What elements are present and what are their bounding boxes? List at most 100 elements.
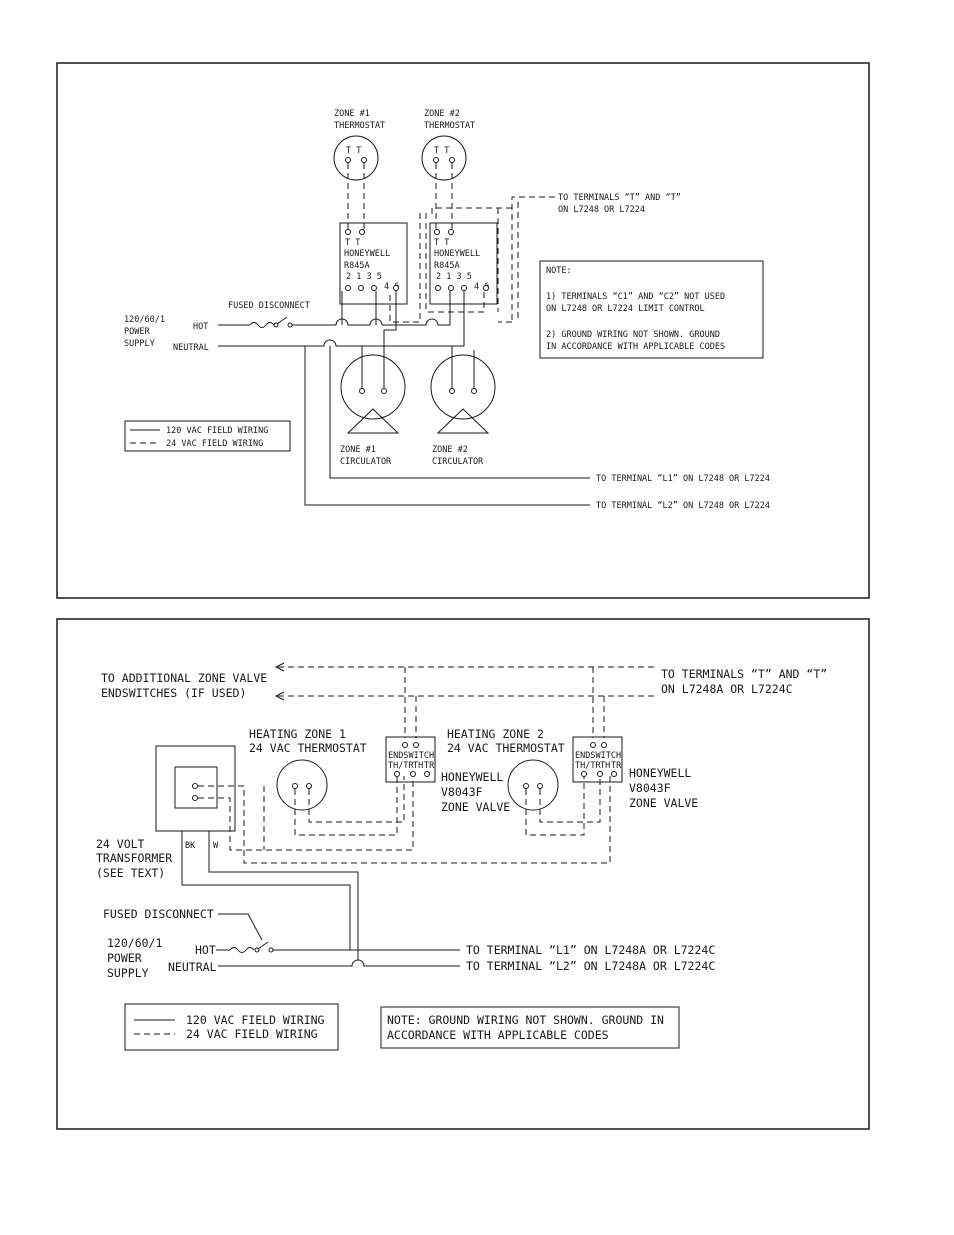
diagram2-legend: 120 VAC FIELD WIRING 24 VAC FIELD WIRING — [124, 1003, 339, 1051]
diagram-2-frame — [56, 618, 870, 1130]
legend-dashed-label: 24 VAC FIELD WIRING — [186, 1027, 318, 1041]
endswitch-dashed-wires — [389, 196, 555, 323]
valve1-th-tr-label: TH/TR — [388, 761, 414, 771]
legend-dashed-label: 24 VAC FIELD WIRING — [166, 439, 263, 449]
diagram2-note-box: NOTE: GROUND WIRING NOT SHOWN. GROUND IN… — [380, 1006, 680, 1049]
transformer-bk-label: BK — [185, 841, 196, 851]
to-l2-label: TO TERMINAL “L2” ON L7248A OR L7224C — [466, 959, 715, 973]
relay1-top-terminals: T T — [345, 238, 360, 248]
relay1-label-2: R845A — [344, 261, 370, 271]
neutral-label: NEUTRAL — [173, 343, 209, 353]
fused-disconnect-switch-2 — [216, 941, 274, 953]
diagram-1-frame — [56, 62, 870, 599]
additional-zone-label-2: ENDSWITCHES (IF USED) — [101, 686, 246, 700]
zone2-circulator-label-1: ZONE #2 — [432, 445, 468, 455]
zone2-thermostat-label-2: THERMOSTAT — [424, 121, 475, 131]
zone2-thermostat-label-1: ZONE #2 — [424, 109, 460, 119]
note-1-line-1: 1) TERMINALS “C1” AND “C2” NOT USED — [546, 292, 725, 302]
relay2-terminal-row-2: 4 6 — [474, 282, 489, 292]
to-terminals-t-label-2: ON L7248A OR L7224C — [661, 682, 793, 696]
diagram-1-circulator-zoning: ZONE #1 THERMOSTAT T T ZONE #2 THERMOSTA… — [56, 62, 870, 599]
to-terminals-t-label-2: ON L7248 OR L7224 — [558, 205, 645, 215]
zone2-circulator: ZONE #2 CIRCULATOR — [430, 346, 496, 467]
transformer-label-1: 24 VOLT — [96, 837, 145, 851]
note-1-line-2: ON L7248 OR L7224 LIMIT CONTROL — [546, 304, 705, 314]
heating-zone1-thermostat — [276, 759, 328, 811]
zone-valve-2: ENDSWITCH TH/TR TH TR HONEYWELL V8043F Z… — [572, 736, 698, 810]
neutral-label: NEUTRAL — [168, 960, 217, 974]
relay2-r845a: T T HONEYWELL R845A 2 1 3 5 4 6 — [429, 222, 498, 305]
zone2-thermostat: ZONE #2 THERMOSTAT T T — [421, 109, 475, 181]
valve1-endswitch-label: ENDSWITCH — [388, 751, 434, 761]
zone1-thermostat-label-1: ZONE #1 — [334, 109, 370, 119]
transformer-inner — [174, 766, 218, 809]
heating-zone2-label-1: HEATING ZONE 2 — [447, 727, 544, 741]
to-l1-label: TO TERMINAL “L1” ON L7248A OR L7224C — [466, 943, 715, 957]
additional-zone-label-1: TO ADDITIONAL ZONE VALVE — [101, 671, 267, 685]
heating-zone2-thermostat — [507, 759, 559, 811]
legend-solid-label: 120 VAC FIELD WIRING — [166, 426, 268, 436]
legend-solid-label: 120 VAC FIELD WIRING — [186, 1013, 325, 1027]
transformer-24v: BK W 24 VOLT TRANSFORMER (SEE TEXT) — [96, 745, 236, 880]
valve2-label-2: V8043F — [629, 781, 671, 795]
l2-wire — [304, 346, 590, 506]
relay2-label-1: HONEYWELL — [434, 249, 480, 259]
zone1-thermostat-wires — [347, 163, 365, 230]
neutral-wire — [218, 339, 464, 347]
zone2-thermostat-wire-a — [525, 776, 585, 836]
note-line-1: NOTE: GROUND WIRING NOT SHOWN. GROUND IN — [387, 1013, 664, 1027]
power-supply-label-3: SUPPLY — [107, 966, 149, 980]
transformer-common-wire — [198, 776, 611, 864]
valve2-endswitch-label: ENDSWITCH — [575, 751, 621, 761]
note-2-line-2: IN ACCORDANCE WITH APPLICABLE CODES — [546, 342, 725, 352]
endswitch-drops — [404, 667, 605, 738]
valve1-tr-label: TR — [424, 761, 435, 771]
diagram1-legend: 120 VAC FIELD WIRING 24 VAC FIELD WIRING — [124, 420, 291, 452]
relay-hot-taps — [341, 291, 377, 325]
fused-disconnect-leader — [218, 913, 263, 941]
to-terminals-t-label-1: TO TERMINALS “T” AND “T” — [661, 667, 827, 681]
fused-disconnect-switch — [218, 316, 293, 328]
zone1-thermostat-label-2: THERMOSTAT — [334, 121, 385, 131]
relay1-terminal-row-2: 4 6 — [384, 282, 399, 292]
zone2-thermostat-wire-b — [539, 776, 601, 823]
endswitch-bus-lines — [278, 666, 655, 697]
valve1-label-3: ZONE VALVE — [441, 800, 510, 814]
arrow-left-icons — [274, 662, 285, 701]
transformer-bk-wire — [181, 831, 351, 950]
zone1-circulator-label-1: ZONE #1 — [340, 445, 376, 455]
zone1-circulator-label-2: CIRCULATOR — [340, 457, 392, 467]
relay1-label-1: HONEYWELL — [344, 249, 390, 259]
valve1-th-label: TH — [413, 761, 423, 771]
to-terminals-t-label-1: TO TERMINALS “T” AND “T” — [558, 193, 681, 203]
power-supply-label-2: POWER — [124, 327, 150, 337]
transformer-label-3: (SEE TEXT) — [96, 866, 165, 880]
power-supply-label-1: 120/60/1 — [107, 936, 162, 950]
heating-zone1-label-1: HEATING ZONE 1 — [249, 727, 346, 741]
to-l2-label: TO TERMINAL “L2” ON L7248 OR L7224 — [596, 501, 770, 511]
valve2-th-tr-label: TH/TR — [575, 761, 601, 771]
zone1-thermostat-body — [333, 135, 379, 181]
transformer-w-label: W — [213, 841, 219, 851]
note-title: NOTE: — [546, 266, 572, 276]
zone1-thermostat: ZONE #1 THERMOSTAT T T — [333, 109, 385, 181]
relay1-terminal-row-1: 2 1 3 5 — [346, 272, 382, 282]
valve2-tr-label: TR — [611, 761, 622, 771]
transformer-label-2: TRANSFORMER — [96, 851, 172, 865]
valve1-label-2: V8043F — [441, 785, 483, 799]
relay1-box — [339, 222, 408, 305]
power-supply-label-3: SUPPLY — [124, 339, 155, 349]
fused-disconnect-label: FUSED DISCONNECT — [103, 907, 214, 921]
zone1-thermostat-wire-b — [308, 776, 405, 823]
hot-label: HOT — [193, 322, 208, 332]
zone2-thermostat-body — [421, 135, 467, 181]
l1-wire — [329, 346, 590, 479]
to-l1-label: TO TERMINAL “L1” ON L7248 OR L7224 — [596, 474, 770, 484]
heating-zone2-label-2: 24 VAC THERMOSTAT — [447, 741, 565, 755]
hot-label: HOT — [195, 943, 216, 957]
zone1-thermostat-terminals: T T — [346, 146, 361, 156]
zone2-thermostat-wires — [435, 163, 453, 230]
zone-valve-1: ENDSWITCH TH/TR TH TR HONEYWELL V8043F Z… — [385, 736, 510, 814]
diagram1-note-box: NOTE: 1) TERMINALS “C1” AND “C2” NOT USE… — [539, 260, 764, 359]
